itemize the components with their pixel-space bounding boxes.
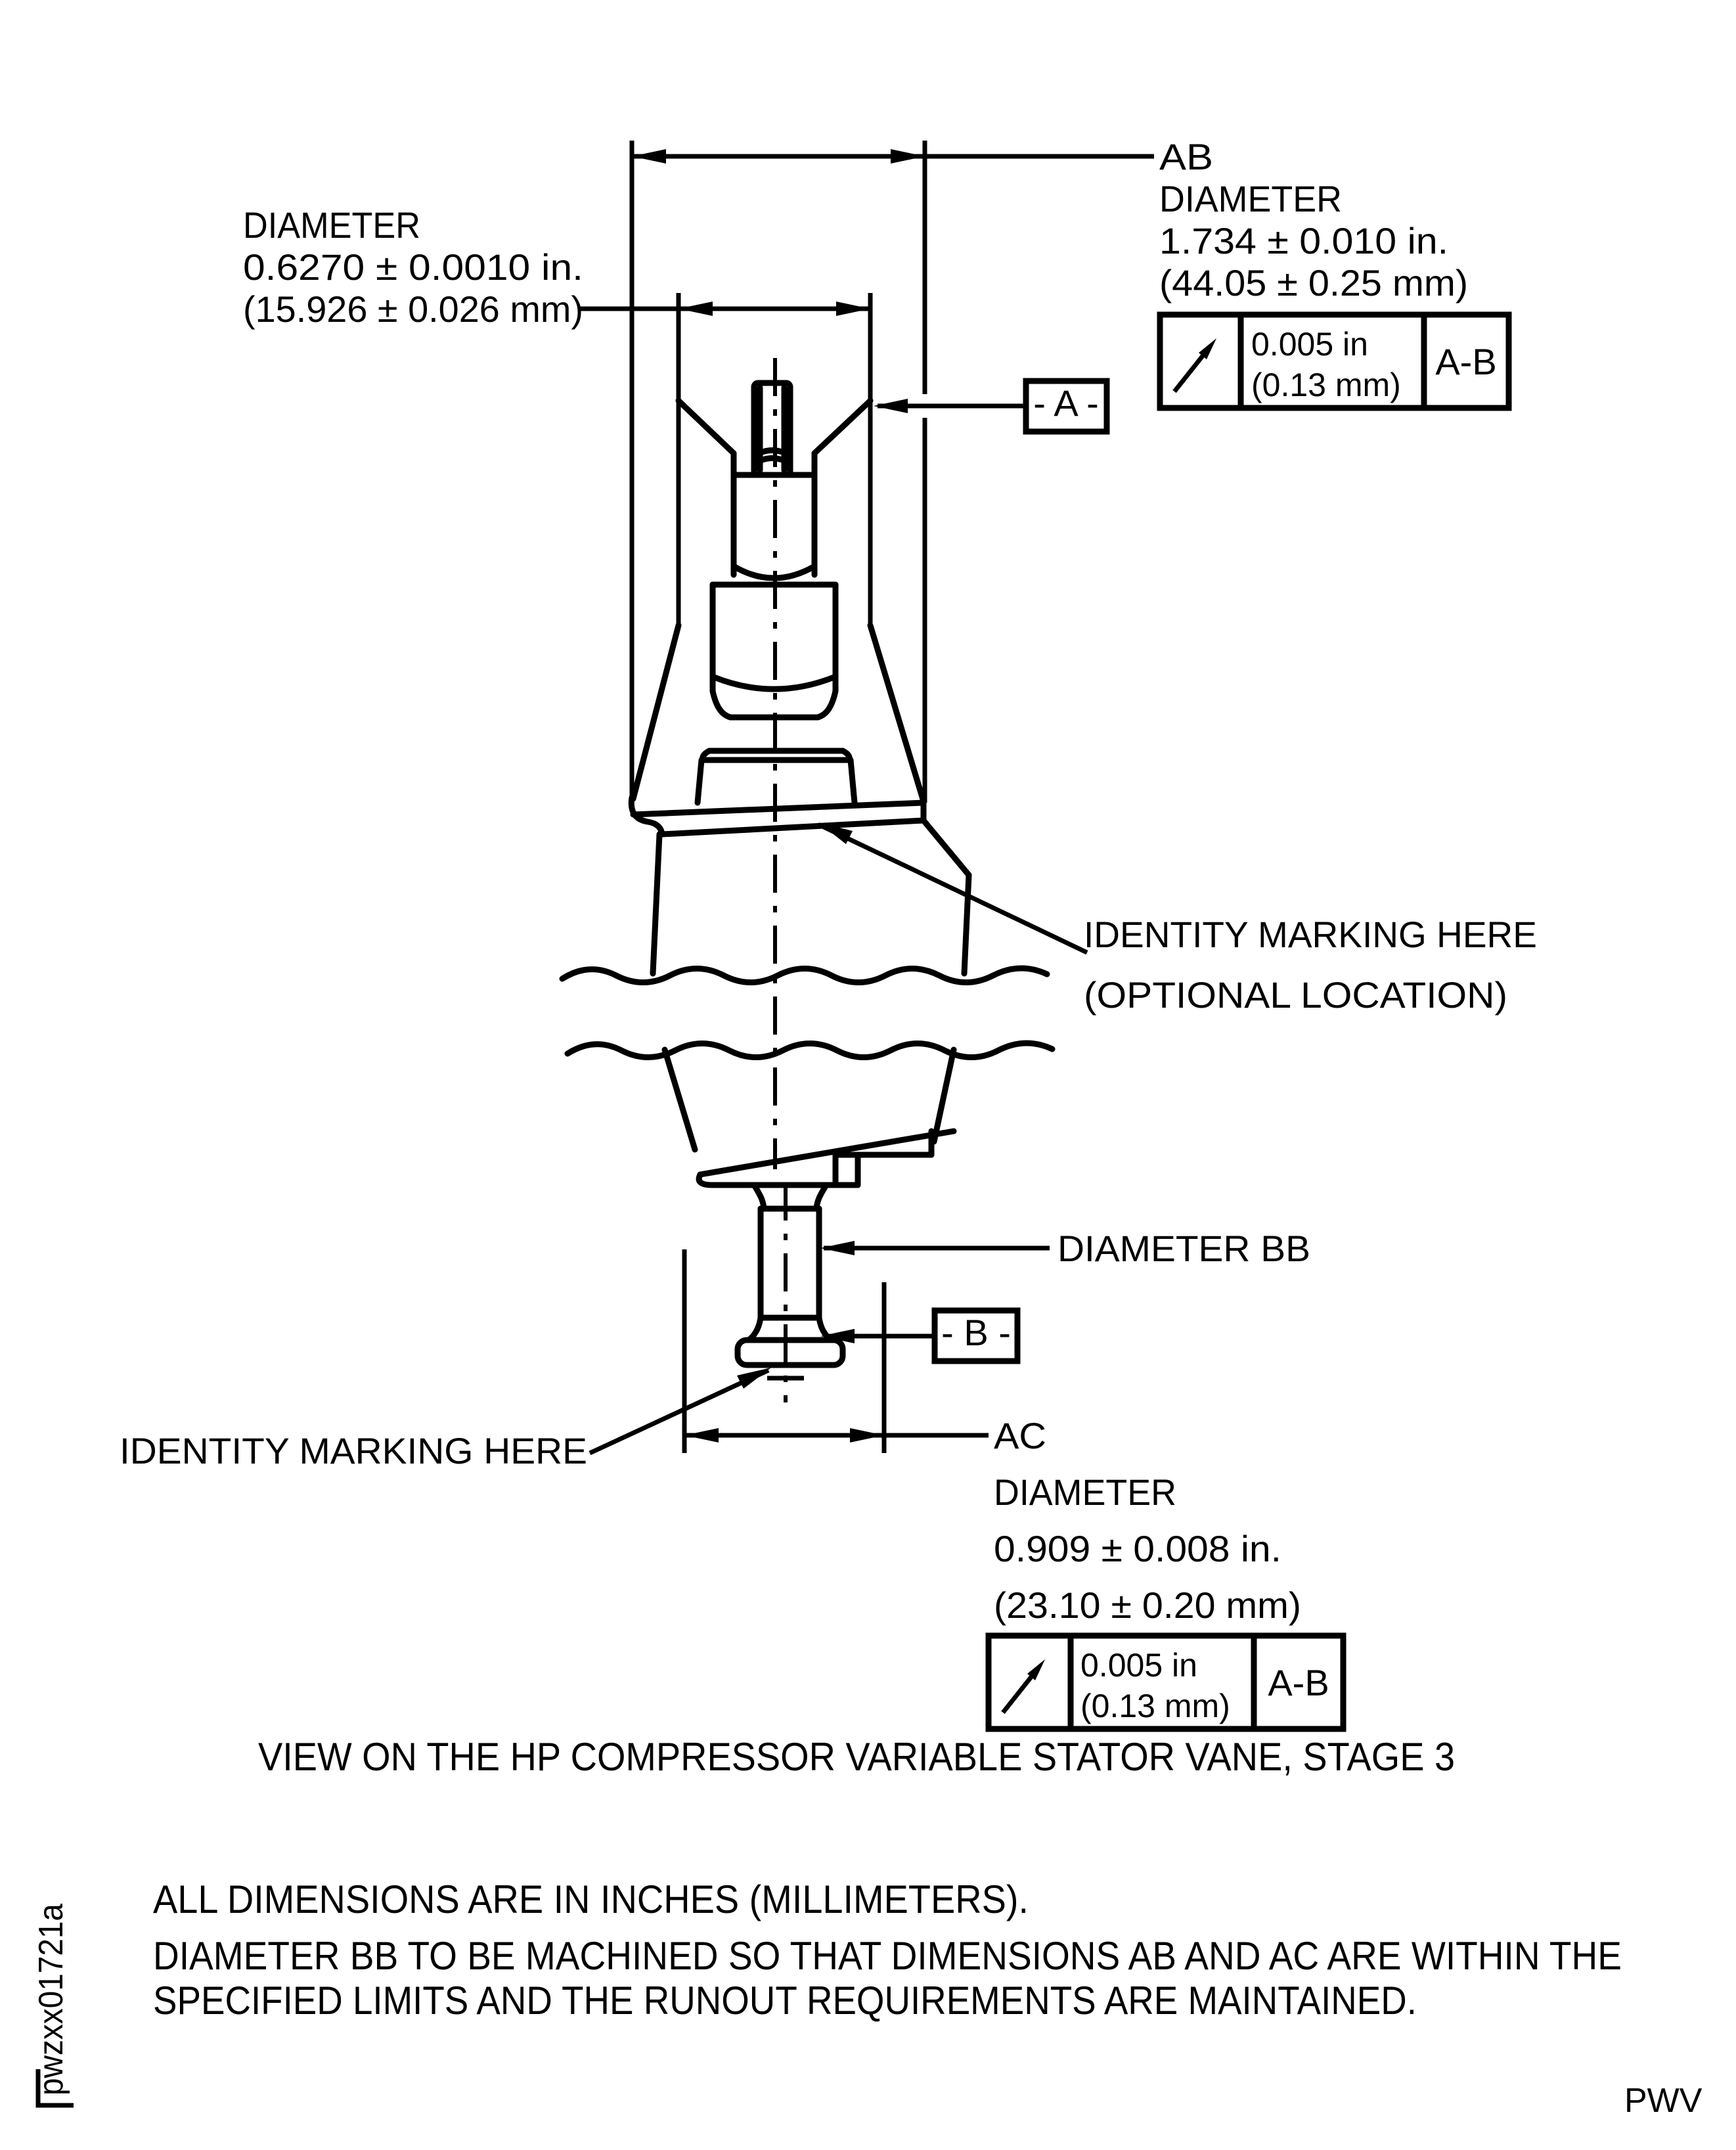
fcf-ac-datum: A-B	[1268, 1662, 1329, 1703]
fcf-ab-datum: A-B	[1435, 341, 1496, 382]
dim-ac-id: AC	[994, 1415, 1046, 1456]
dim-ac-inches: 0.909 ± 0.008 in.	[994, 1528, 1281, 1569]
vane-platform-and-airfoil	[559, 622, 1056, 1188]
fcf-ac-value-mm: (0.13 mm)	[1080, 1688, 1230, 1724]
note-machining-line1: DIAMETER BB TO BE MACHINED SO THAT DIMEN…	[153, 1934, 1622, 1978]
corner-bracket-mark	[35, 2069, 74, 2108]
datum-a-box	[1023, 378, 1110, 435]
figure-reference-code: pwzxx01721a	[32, 1904, 70, 2095]
dim-small-callout: DIAMETER 0.6270 ± 0.0010 in. (15.926 ± 0…	[243, 204, 583, 330]
identity-optional-callout: IDENTITY MARKING HERE (OPTIONAL LOCATION…	[1084, 914, 1537, 1016]
dim-small-inches: 0.6270 ± 0.0010 in.	[243, 246, 583, 288]
identity-optional-line2: (OPTIONAL LOCATION)	[1084, 974, 1507, 1016]
dim-ac-mm: (23.10 ± 0.20 mm)	[994, 1584, 1301, 1626]
publisher-code: PWV	[1624, 2082, 1703, 2120]
vane-upper-spindle	[675, 380, 874, 806]
dim-ab-label: DIAMETER	[1159, 178, 1342, 219]
fcf-ac-value-in: 0.005 in	[1080, 1647, 1197, 1684]
dim-ab-inches: 1.734 ± 0.010 in.	[1159, 220, 1448, 261]
dim-small-mm: (15.926 ± 0.026 mm)	[243, 288, 583, 330]
dim-ab-id: AB	[1159, 136, 1213, 177]
datum-a-label: - A -	[1033, 382, 1099, 424]
feature-control-frame-ab: 0.005 in (0.13 mm) A-B	[1157, 311, 1512, 411]
figure-caption: VIEW ON THE HP COMPRESSOR VARIABLE STATO…	[258, 1735, 1455, 1779]
extension-lines	[629, 141, 927, 1453]
dim-ab-mm: (44.05 ± 0.25 mm)	[1159, 262, 1468, 303]
identity-optional-line1: IDENTITY MARKING HERE	[1084, 914, 1537, 955]
runout-arrow-icon	[1172, 338, 1216, 393]
fcf-ab-value-mm: (0.13 mm)	[1251, 367, 1401, 403]
datum-b-box	[931, 1307, 1021, 1364]
dim-small-label: DIAMETER	[243, 204, 420, 246]
vane-lower-spindle	[734, 1182, 846, 1368]
dim-ac-callout: AC DIAMETER 0.909 ± 0.008 in. (23.10 ± 0…	[994, 1415, 1301, 1626]
identity-callout: IDENTITY MARKING HERE	[120, 1430, 587, 1471]
datum-b-label: - B -	[941, 1312, 1011, 1353]
dim-ab-callout: AB DIAMETER 1.734 ± 0.010 in. (44.05 ± 0…	[1159, 136, 1468, 303]
fcf-ab-value-in: 0.005 in	[1251, 326, 1368, 363]
feature-control-frame-ac: 0.005 in (0.13 mm) A-B	[985, 1632, 1347, 1732]
note-units: ALL DIMENSIONS ARE IN INCHES (MILLIMETER…	[153, 1877, 1029, 1921]
dim-ac-label: DIAMETER	[994, 1471, 1176, 1513]
arrowheads	[632, 149, 925, 1443]
note-machining-line2: SPECIFIED LIMITS AND THE RUNOUT REQUIREM…	[153, 1979, 1417, 2023]
runout-arrow-icon	[1001, 1659, 1045, 1714]
dim-bb-label: DIAMETER BB	[1057, 1228, 1310, 1269]
